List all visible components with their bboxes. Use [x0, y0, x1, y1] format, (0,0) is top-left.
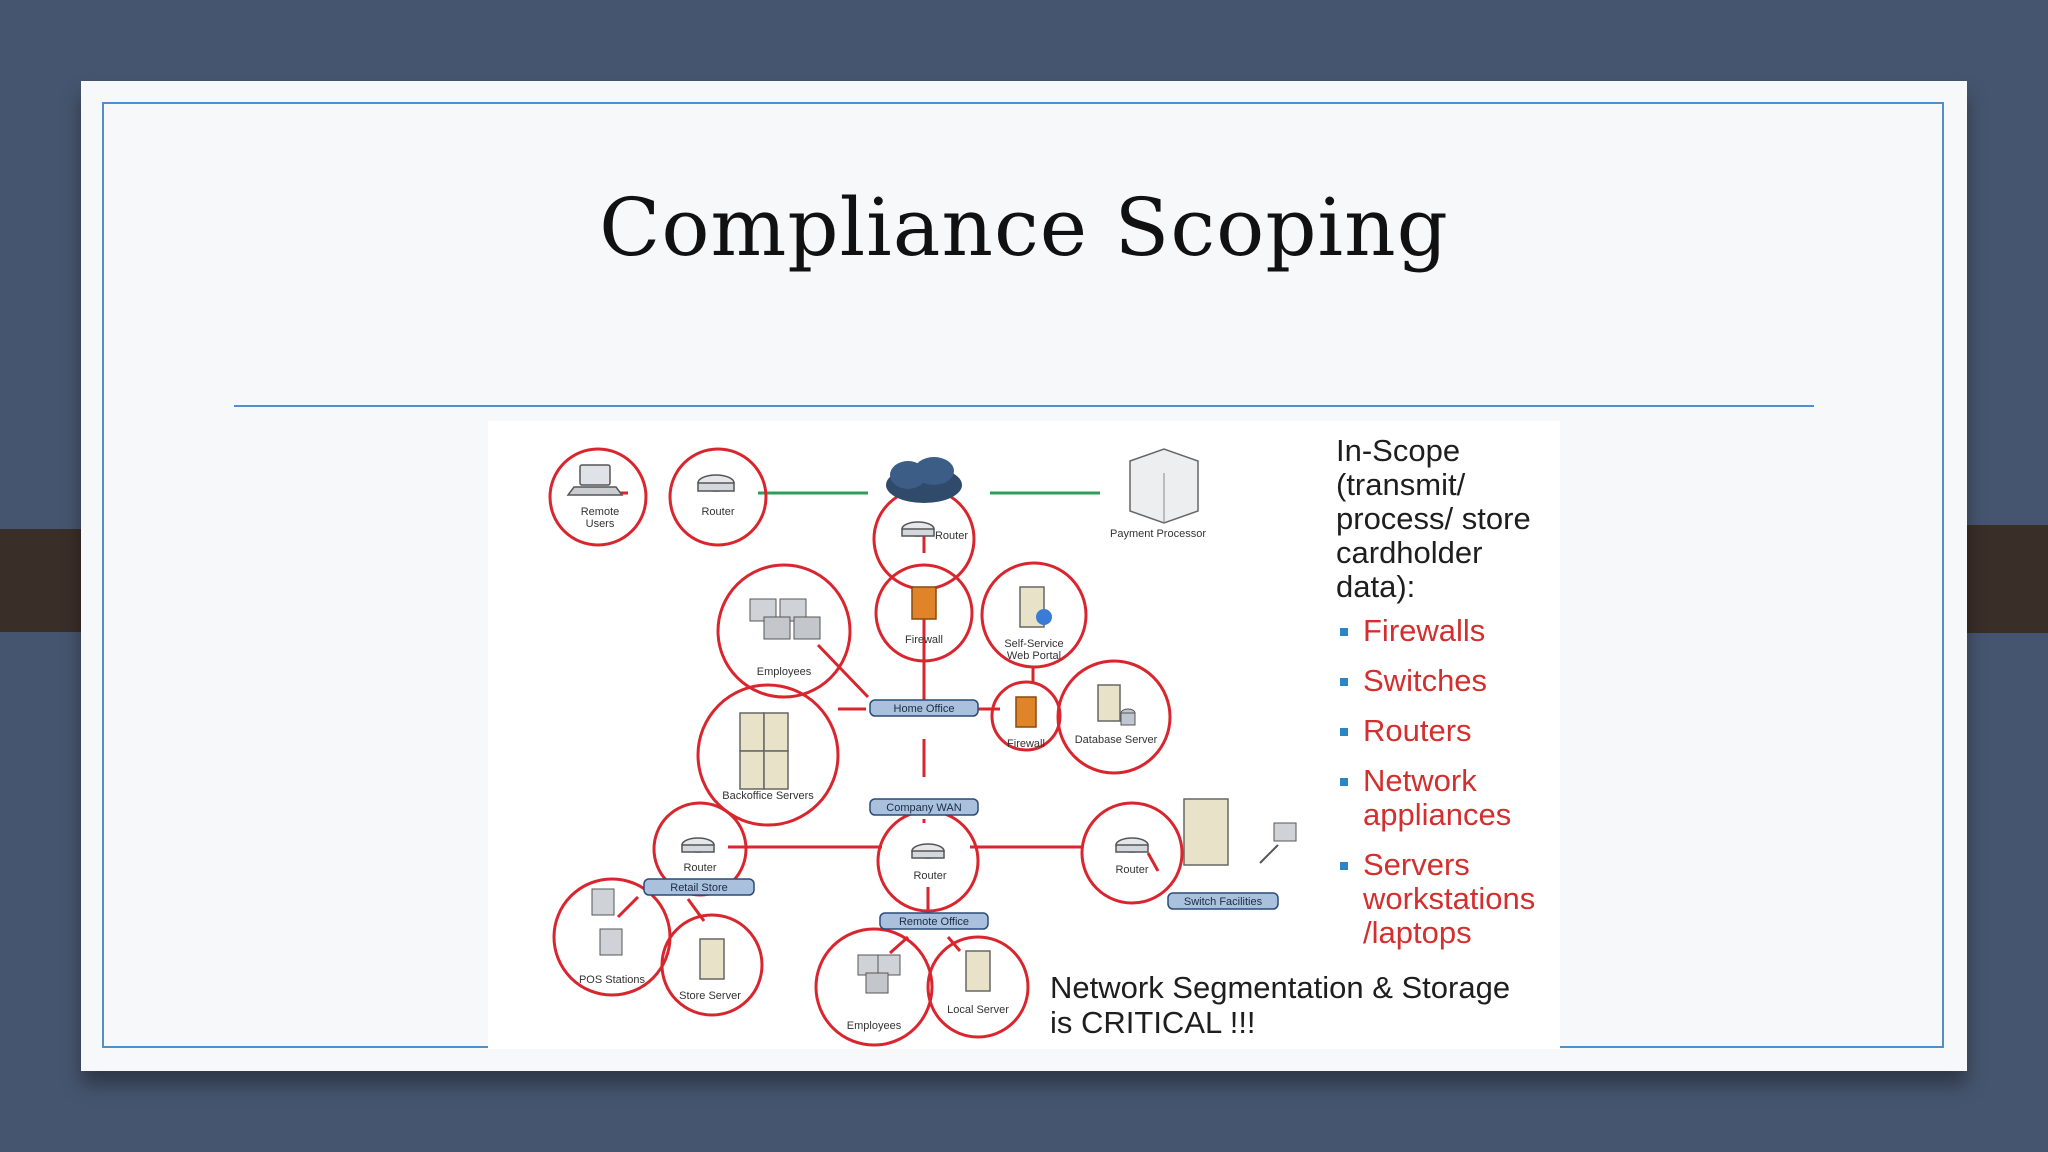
label-employees-bottom: Employees: [847, 1020, 902, 1032]
switch-facility-server-icon: [1183, 798, 1229, 866]
in-scope-item: Network appliances: [1336, 764, 1566, 832]
link-store-pos: [616, 895, 640, 919]
slide-title: Compliance Scoping: [599, 181, 1449, 274]
link-remote-employees: [889, 935, 909, 955]
workstation-icon: [1259, 822, 1297, 864]
circle-database-server: [1056, 659, 1172, 775]
workstations-icon: [749, 598, 821, 640]
router-icon: [697, 474, 735, 492]
circle-employees-top: [716, 563, 852, 699]
label-employees-top: Employees: [757, 666, 812, 678]
tag-company-wan: [869, 798, 979, 816]
database-server-icon: [1097, 684, 1136, 726]
firewall-icon: [1015, 696, 1037, 728]
backoffice-servers-icon: [739, 712, 789, 790]
label-database-server: Database Server: [1075, 734, 1158, 746]
tag-switch-facilities: [1167, 892, 1279, 910]
circle-router-right: [1080, 801, 1184, 905]
label-remote-office: Remote Office: [899, 916, 969, 928]
payment-processor-icon: [1129, 448, 1199, 524]
circle-store-server: [660, 913, 764, 1017]
circle-self-service: [980, 561, 1088, 669]
in-scope-heading: In-Scope (transmit/ process/ store cardh…: [1336, 433, 1531, 604]
circle-firewall-mid: [990, 680, 1062, 752]
circle-employees-bottom: [814, 927, 934, 1047]
label-router-cloud: Router: [935, 530, 968, 542]
tag-remote-office: [879, 912, 989, 930]
circle-router-top-left: [668, 447, 768, 547]
in-scope-item: Servers workstations /laptops: [1336, 848, 1566, 950]
network-tags: [643, 699, 1279, 930]
label-firewall-top: Firewall: [905, 634, 943, 646]
label-router-left: Router: [683, 862, 716, 874]
workstations-icon: [857, 954, 901, 994]
router-icon: [681, 837, 715, 853]
red-links: [598, 491, 1160, 955]
label-home-office: Home Office: [894, 703, 955, 715]
firewall-icon: [911, 586, 937, 620]
label-switch-facilities: Switch Facilities: [1184, 896, 1263, 908]
label-local-server: Local Server: [947, 1004, 1009, 1016]
scope-circles: [548, 447, 1184, 1047]
in-scope-panel: In-Scope (transmit/ process/ store cardh…: [1336, 434, 1566, 966]
circle-firewall-top: [874, 563, 974, 663]
tag-home-office: [869, 699, 979, 717]
label-store-server: Store Server: [679, 990, 741, 1002]
segmentation-note: Network Segmentation & Storage is CRITIC…: [1050, 970, 1511, 1040]
in-scope-list: Firewalls Switches Routers Network appli…: [1336, 614, 1566, 950]
router-icon: [1115, 837, 1149, 853]
pos-terminal-icon: [591, 888, 623, 956]
label-backoffice-servers: Backoffice Servers: [722, 790, 814, 802]
store-server-icon: [699, 938, 725, 980]
label-router-center: Router: [913, 870, 946, 882]
circle-local-server: [926, 935, 1030, 1039]
device-laptop-icon: [566, 464, 624, 496]
tag-retail-store: [643, 878, 755, 896]
circle-remote-users: [548, 447, 648, 547]
local-server-icon: [965, 950, 991, 992]
in-scope-item: Routers: [1336, 714, 1566, 748]
in-scope-item: Firewalls: [1336, 614, 1566, 648]
label-payment-processor: Payment Processor: [1110, 528, 1206, 540]
router-icon: [911, 843, 945, 859]
router-icon: [901, 521, 935, 537]
label-company-wan: Company WAN: [886, 802, 961, 814]
server-globe-icon: [1019, 586, 1052, 628]
label-pos-stations: POS Stations: [579, 974, 646, 986]
label-firewall-mid: Firewall: [1007, 738, 1045, 750]
circle-backoffice: [696, 683, 840, 827]
title-divider: [234, 405, 1814, 407]
link-employees-homeoffice: [816, 643, 870, 699]
label-router-top-left: Router: [701, 506, 734, 518]
in-scope-item: Switches: [1336, 664, 1566, 698]
link-routerright-facilities: [1146, 852, 1160, 872]
label-router-right: Router: [1115, 864, 1148, 876]
label-retail-store: Retail Store: [670, 882, 727, 894]
cloud-icon: [886, 457, 962, 503]
